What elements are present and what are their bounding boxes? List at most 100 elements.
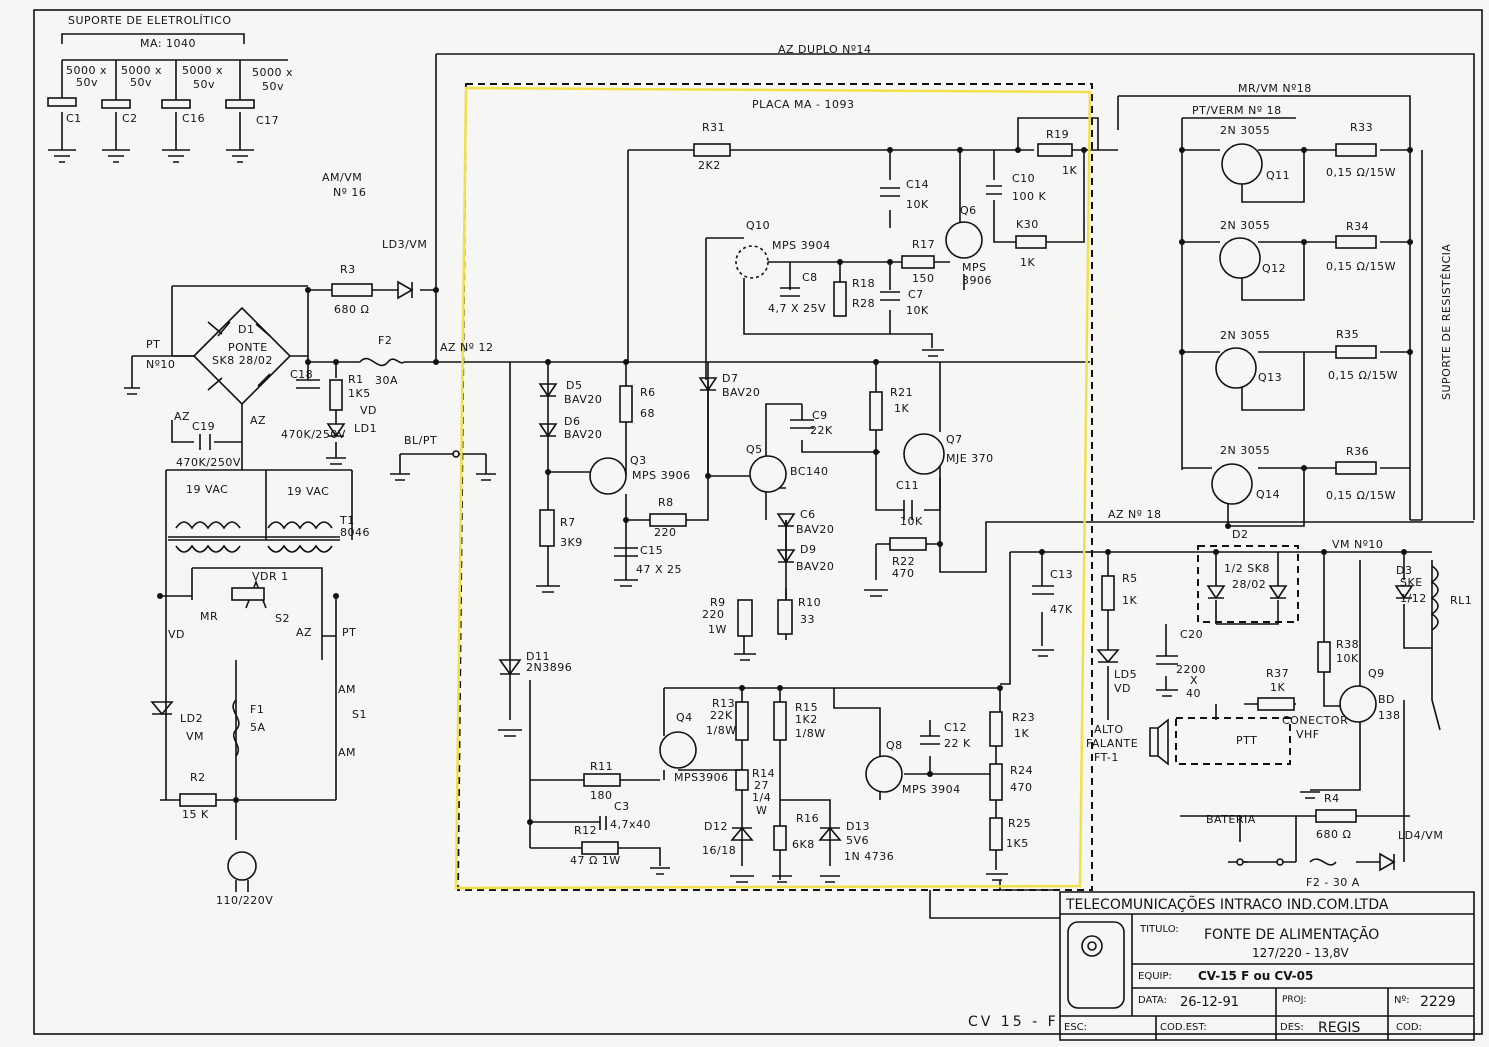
data-label: DATA: [1138,995,1167,1006]
component-label: VHF [1296,728,1320,741]
component-label: MPS 3904 [772,239,831,252]
component-label: Q7 [946,433,963,446]
component-label: 1K [1014,727,1029,740]
component-label: 2K2 [698,159,721,172]
component-label: 10K [906,304,929,317]
component-label: 2N 3055 [1220,444,1270,457]
component-label: C9 [812,409,828,422]
component-label: 1K5 [348,387,371,400]
title-block: TELECOMUNICAÇÕES INTRACO IND.COM.LTDA TI… [1059,891,1475,1041]
component-label: 68 [640,407,655,420]
component-label: PTT [1236,734,1257,747]
component-label: 5000 x [121,64,162,77]
component-label: R33 [1350,121,1373,134]
component-label: X [1190,674,1198,687]
component-label: 2N 3055 [1220,329,1270,342]
component-label: SK8 28/02 [212,354,273,367]
component-label: 6K8 [792,838,815,851]
component-label: C18 [290,368,313,381]
component-label: R18 [852,277,875,290]
component-label: 22K [710,709,733,722]
component-label: MPS 3906 [632,469,691,482]
component-label: 0,15 Ω/15W [1326,166,1396,179]
component-label: Q14 [1256,488,1280,501]
component-label: 28/02 [1232,578,1266,591]
component-label: BD [1378,693,1395,706]
component-label: PT [342,626,356,639]
component-label: AZ [174,410,190,423]
drawing-subtitle: 127/220 - 13,8V [1252,946,1350,960]
component-label: 2200 [1176,663,1206,676]
component-label: 40 [1186,687,1201,700]
component-label: C3 [614,800,630,813]
component-label: VD [360,404,377,417]
component-label: 2N 3055 [1220,124,1270,137]
component-label: R4 [1324,792,1340,805]
component-label: 22K [810,424,833,437]
component-label: 1/2 SK8 [1224,562,1270,575]
component-label: BAV20 [796,523,834,536]
component-label: R14 [752,767,775,780]
component-label: BAV20 [796,560,834,573]
component-label: VM [186,730,204,743]
component-label: MR [200,610,218,623]
component-label: 1/4 [752,791,771,804]
component-label: PONTE [228,341,268,354]
component-label: Q12 [1262,262,1286,275]
component-label: 47 Ω 1W [570,854,621,867]
component-label: R15 [795,701,818,714]
equip-value: CV-15 F ou CV-05 [1198,969,1313,983]
esc-label: ESC: [1064,1022,1087,1033]
component-label: C1 [66,112,82,125]
component-label: 19 VAC [287,485,329,498]
component-label: D7 [722,372,738,385]
component-label: 2N 3055 [1220,219,1270,232]
component-label: R23 [1012,711,1035,724]
component-label: 47K [1050,603,1073,616]
drawing-title: FONTE DE ALIMENTAÇÃO [1204,926,1379,943]
component-label: 33 [800,613,815,626]
component-label: MPS 3904 [902,783,961,796]
component-label: 8046 [340,526,370,539]
component-label: C12 [944,721,967,734]
component-label: R11 [590,760,613,773]
component-label: RL1 [1450,594,1472,607]
component-label: VD [1114,682,1131,695]
component-label: 100 K [1012,190,1046,203]
component-label: Nº10 [146,358,175,371]
board-outline [456,83,1093,891]
component-label: BATERIA [1206,813,1256,826]
component-label: 220 [654,526,677,539]
component-label: C8 [802,271,818,284]
component-label: 110/220V [216,894,273,907]
component-label: AZ DUPLO Nº14 [778,43,872,56]
component-label: 2N3896 [526,661,572,674]
component-label: C20 [1180,628,1203,641]
component-label: R9 [710,596,726,609]
component-label: PT [146,338,160,351]
component-label: 1/8W [795,727,826,740]
component-label: 680 Ω [334,303,369,316]
component-label: 0,15 Ω/15W [1326,260,1396,273]
component-label: CONECTOR [1282,714,1348,727]
sheet-border [33,9,1483,1035]
component-label: Q9 [1368,667,1385,680]
component-label: Q8 [886,739,903,752]
component-label: 1K2 [795,713,818,726]
component-label: 1/12 [1400,592,1427,605]
component-label: D11 [526,650,550,663]
component-label: 47 X 25 [636,563,682,576]
component-label: D9 [800,543,816,556]
component-label: LD4/VM [1398,829,1443,842]
component-label: AZ [250,414,266,427]
codest-label: COD.EST: [1160,1022,1207,1033]
component-label: PLACA MA - 1093 [752,98,855,111]
component-label: R19 [1046,128,1069,141]
component-label: R8 [658,496,674,509]
component-label: R17 [912,238,935,251]
component-label: R7 [560,516,576,529]
component-label: R6 [640,386,656,399]
component-label: 470 [1010,781,1033,794]
component-label: R1 [348,373,364,386]
component-label: AZ Nº 12 [440,341,493,354]
